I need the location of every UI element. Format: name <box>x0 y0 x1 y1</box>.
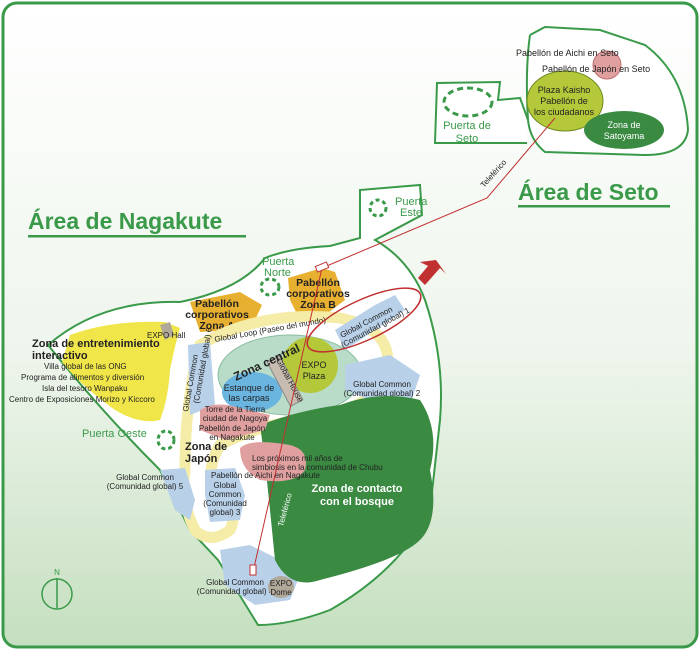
global-common-5[interactable] <box>160 468 195 520</box>
gc2-label: Global Common(Comunidad global) 2 <box>344 380 421 398</box>
gate-oeste-label[interactable]: Puerta Oeste <box>82 428 147 440</box>
aichi-seto-label: Pabellón de Aichi en Seto <box>516 48 619 58</box>
entretenimiento-item: Villa global de las ONG <box>44 362 127 371</box>
gate-este-icon[interactable] <box>368 198 388 218</box>
japon-seto-label: Pabellón de Japón en Seto <box>542 64 650 74</box>
japon-seto-pavilion[interactable] <box>592 50 622 80</box>
chubu-pavilion[interactable] <box>240 442 306 482</box>
plaza-kaisho[interactable] <box>526 70 604 132</box>
gate-oeste-icon[interactable] <box>156 429 176 451</box>
expo-hall[interactable] <box>160 322 174 340</box>
gate-norte-icon[interactable] <box>259 277 281 297</box>
global-common-3[interactable] <box>205 468 245 522</box>
torre-tierra[interactable] <box>200 404 270 440</box>
global-common-6[interactable] <box>188 342 215 415</box>
seto-gate-icon[interactable] <box>442 86 494 118</box>
expo-dome[interactable] <box>268 576 294 598</box>
arrow-icon <box>418 260 446 285</box>
expo-plaza[interactable] <box>282 337 338 393</box>
compass-icon: N <box>41 568 73 610</box>
pab-aichi-label: Pabellón de Aichi en Nagakute <box>211 471 321 480</box>
highlight-ellipse <box>306 287 422 353</box>
entretenimiento-item: Centro de Exposiciones Morizo y Kiccoro <box>9 395 155 404</box>
estanque-carpas[interactable] <box>222 372 282 412</box>
entretenimiento-zone[interactable] <box>62 321 180 422</box>
global-common-1[interactable] <box>335 295 405 350</box>
area-nagakute-title: Área de Nagakute <box>28 207 222 234</box>
teleferico-line <box>252 117 556 573</box>
global-common-2[interactable] <box>345 355 420 405</box>
expo-hall-label: EXPO Hall <box>147 331 185 340</box>
gc5-label: Global Common(Comunidad global) 5 <box>107 473 184 491</box>
entretenimiento-item: Isla del tesoro Wanpaku <box>42 384 128 393</box>
gc4-label: Global Common(Comunidad global) 4 <box>197 578 274 596</box>
satoyama-zone[interactable] <box>584 111 664 149</box>
area-seto-title: Área de Seto <box>518 178 659 205</box>
bosque-zone[interactable] <box>260 396 434 583</box>
entretenimiento-item: Programa de alimentos y diversión <box>21 373 144 382</box>
compass-north-label: N <box>54 568 60 577</box>
